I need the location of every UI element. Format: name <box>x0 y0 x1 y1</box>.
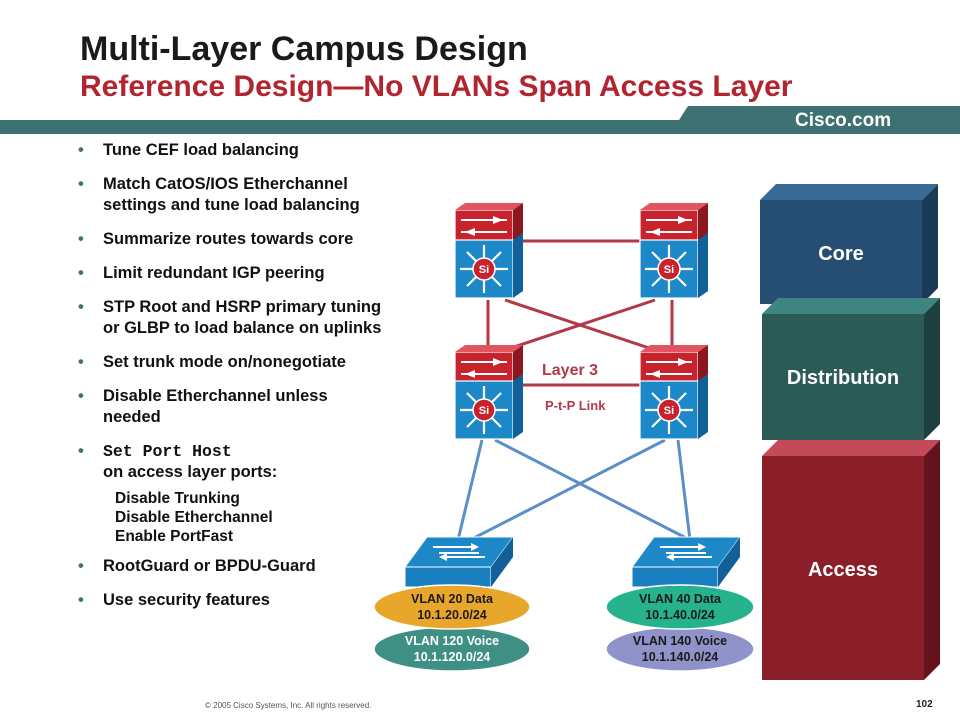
layer-label-core: Core <box>818 243 864 265</box>
vlan-name: VLAN 20 Data <box>411 592 494 606</box>
bullet-dot: • <box>78 298 84 316</box>
links <box>456 239 692 542</box>
bullet-text: RootGuard or BPDU-Guard <box>103 557 316 575</box>
sub-item: Disable Etherchannel <box>115 509 273 526</box>
vlan-name: VLAN 140 Voice <box>633 634 727 648</box>
vlan-group-right: VLAN 140 Voice 10.1.140.0/24 VLAN 40 Dat… <box>605 584 755 672</box>
slide-title: Multi-Layer Campus Design <box>80 30 528 68</box>
switch-label: Si <box>479 405 489 417</box>
cisco-logo: Cisco.com <box>795 110 892 131</box>
bullet-dot: • <box>78 230 84 248</box>
vlan-group-left: VLAN 120 Voice 10.1.120.0/24 VLAN 20 Dat… <box>373 584 531 672</box>
vlan-name: VLAN 40 Data <box>639 592 722 606</box>
vlan-subnet: 10.1.140.0/24 <box>642 650 719 664</box>
bullet-text: Use security features <box>103 591 270 609</box>
bullet-sublist: Disable Trunking Disable Etherchannel En… <box>103 489 388 546</box>
bullet-text: Set trunk mode on/nonegotiate <box>103 353 346 371</box>
core-switch-right: Si <box>638 202 710 300</box>
bullet-dot: • <box>78 141 84 159</box>
layer-distribution-block: Distribution <box>762 298 940 440</box>
bullet-text: on access layer ports: <box>103 463 278 481</box>
bullet-dot: • <box>78 442 84 460</box>
layer-core-block: Core <box>760 184 938 304</box>
bullet-text: Match CatOS/IOS Etherchannel settings an… <box>103 175 360 214</box>
bullet-item: • Tune CEF load balancing <box>78 140 388 161</box>
layer-label-distribution: Distribution <box>787 367 899 389</box>
bullet-dot: • <box>78 387 84 405</box>
vlan-name: VLAN 120 Voice <box>405 634 499 648</box>
sub-item: Disable Trunking <box>115 490 240 507</box>
bullet-code: Set Port Host <box>103 442 232 461</box>
bullet-item: • Set trunk mode on/nonegotiate <box>78 352 388 373</box>
dist-access-link <box>494 438 691 542</box>
ptp-link-label: P-t-P Link <box>545 398 606 413</box>
bullet-item: • Use security features <box>78 590 388 611</box>
vlan-20-oval <box>373 584 531 630</box>
bullet-dot: • <box>78 591 84 609</box>
bullet-item: • Disable Etherchannel unless needed <box>78 386 388 428</box>
vlan-40-oval <box>605 584 755 630</box>
bullet-item: • RootGuard or BPDU-Guard <box>78 556 388 577</box>
bullet-dot: • <box>78 557 84 575</box>
switch-label: Si <box>664 264 674 276</box>
bullet-text: STP Root and HSRP primary tuning or GLBP… <box>103 298 382 337</box>
switch-label: Si <box>664 405 674 417</box>
dist-access-link <box>469 438 666 542</box>
vlan-subnet: 10.1.20.0/24 <box>417 608 487 622</box>
vlan-subnet: 10.1.40.0/24 <box>645 608 715 622</box>
bullet-text: Disable Etherchannel unless needed <box>103 387 328 426</box>
sub-item: Enable PortFast <box>115 528 233 545</box>
bullet-dot: • <box>78 353 84 371</box>
bullet-text: Tune CEF load balancing <box>103 141 299 159</box>
bullet-dot: • <box>78 264 84 282</box>
page-number: 102 <box>916 699 933 710</box>
copyright-footer: © 2005 Cisco Systems, Inc. All rights re… <box>205 701 372 710</box>
bullet-item: • Summarize routes towards core <box>78 229 388 250</box>
dist-access-link <box>456 439 484 541</box>
bullet-text: Limit redundant IGP peering <box>103 264 325 282</box>
distribution-switch-left: Si <box>453 344 525 441</box>
dist-access-link <box>676 439 692 541</box>
bullet-dot: • <box>78 175 84 193</box>
core-dist-link <box>504 298 656 352</box>
core-switch-left: Si <box>453 202 525 300</box>
vlan-subnet: 10.1.120.0/24 <box>414 650 491 664</box>
bullet-item: • STP Root and HSRP primary tuning or GLB… <box>78 297 388 339</box>
bullet-item: • Limit redundant IGP peering <box>78 263 388 284</box>
layer-access-block: Access <box>762 440 940 680</box>
bullet-item: • Match CatOS/IOS Etherchannel settings a… <box>78 174 388 216</box>
bullet-item: • Set Port Host on access layer ports: Dis… <box>78 441 388 546</box>
switch-label: Si <box>479 264 489 276</box>
bullet-list: • Tune CEF load balancing • Match CatOS/IO… <box>78 140 388 624</box>
layer3-label: Layer 3 <box>542 362 598 379</box>
layer-label-access: Access <box>808 559 878 581</box>
header-bar-tab <box>670 106 960 134</box>
distribution-switch-right: Si <box>638 344 710 441</box>
bullet-text: Summarize routes towards core <box>103 230 354 248</box>
slide-subtitle: Reference Design—No VLANs Span Access La… <box>80 70 793 103</box>
